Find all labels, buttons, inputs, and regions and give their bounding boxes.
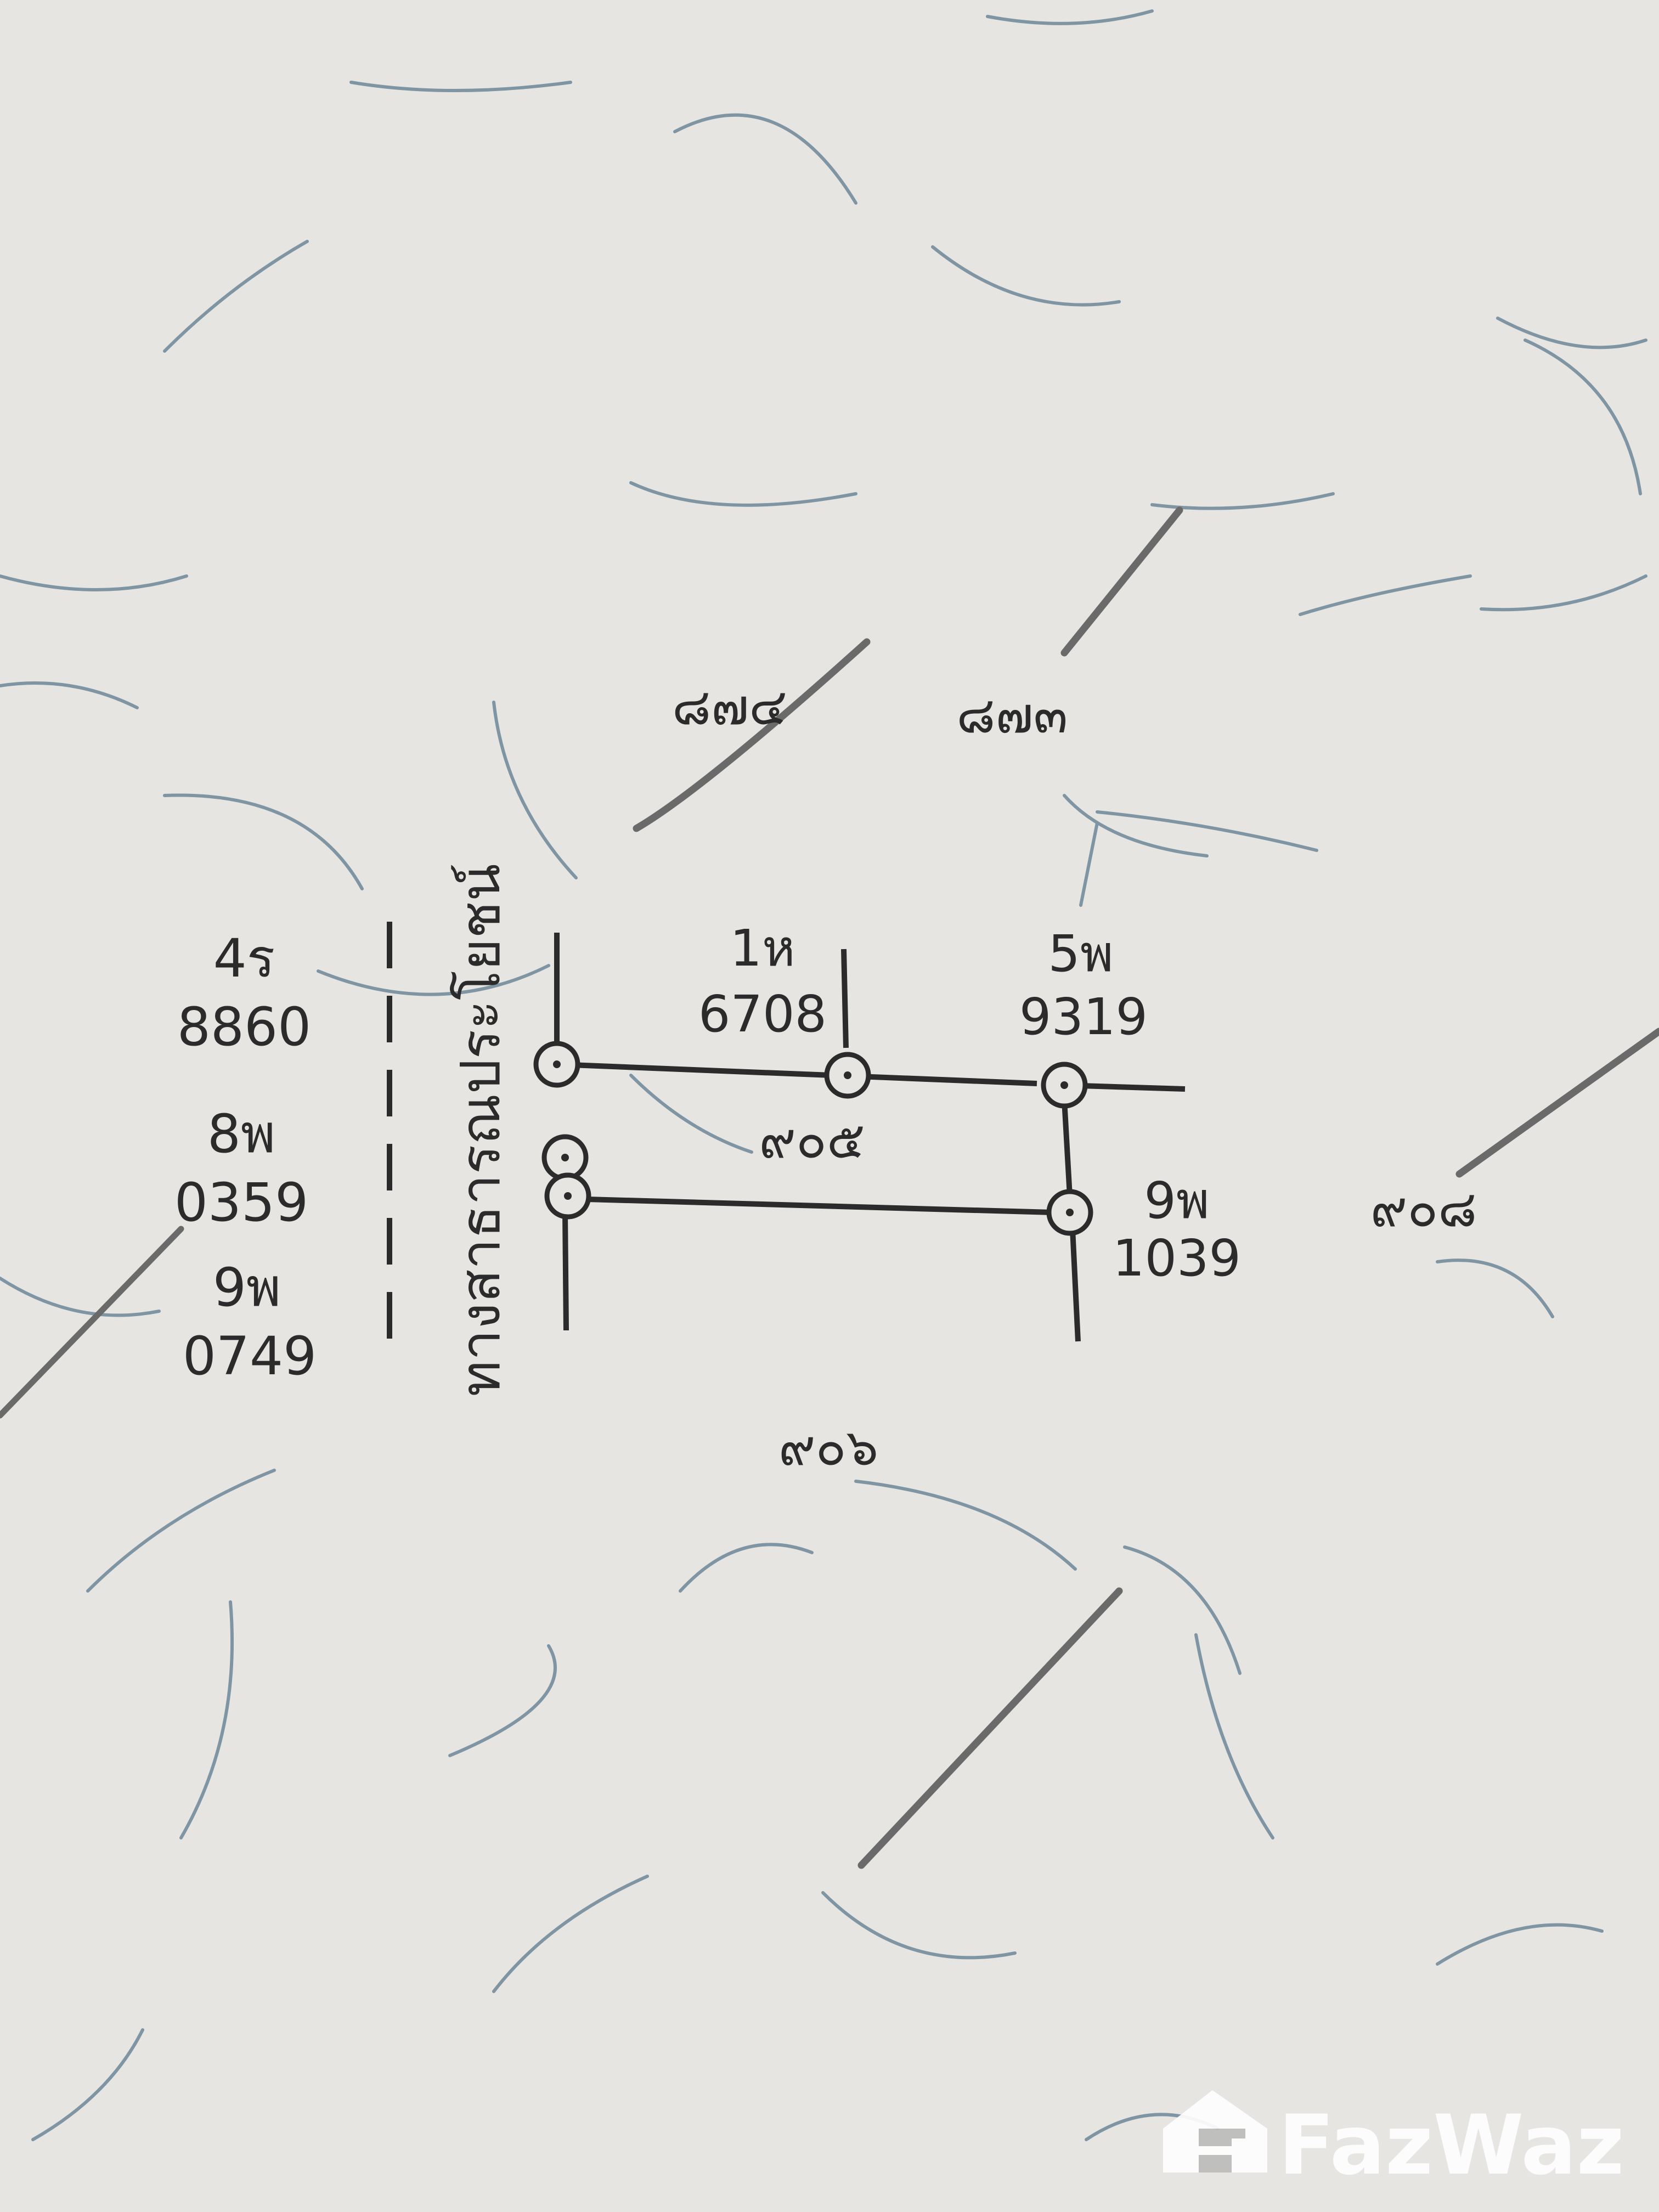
marker-number: 9319 (1019, 988, 1148, 1046)
paper-fibers (0, 9, 1659, 2141)
parcel-boundaries (554, 933, 1186, 1342)
parcel-number-subject: ๙๐๕ (759, 1111, 865, 1170)
parcel-number-south: ๙๐๖ (778, 1418, 878, 1477)
parcel-number-north-right: ๘๗๓ (956, 686, 1068, 744)
fiber (163, 793, 364, 890)
fiber (349, 81, 572, 92)
fiber (1096, 810, 1318, 852)
fiber (0, 1226, 184, 1419)
fiber (679, 1543, 814, 1593)
boundary-line (841, 949, 849, 1048)
fiber (1079, 821, 1099, 907)
fiber (1150, 492, 1335, 510)
marker-code: 9พ (1144, 1171, 1209, 1230)
boundary-line (1070, 1228, 1081, 1342)
marker-code: 4ร (213, 928, 275, 989)
boundary-marker (541, 1134, 589, 1181)
boundary-line (1062, 1099, 1073, 1197)
marker-code: 9พ (213, 1257, 281, 1318)
marker-labels-top: 1ห 6708 5พ 9319 (698, 919, 1148, 1046)
fiber (86, 1469, 276, 1593)
marker-code: 1ห (730, 919, 795, 978)
boundary-line (556, 1062, 1037, 1086)
marker-number: 6708 (698, 985, 827, 1043)
boundary-line (562, 1212, 569, 1331)
fiber (1496, 317, 1647, 349)
fiber (986, 9, 1154, 25)
fiber (1480, 574, 1647, 612)
fiber (1436, 1259, 1554, 1318)
fiber (1436, 1923, 1604, 1966)
fiber (629, 1074, 753, 1154)
boundary-marker (824, 1052, 871, 1099)
boundary-marker (1041, 1062, 1088, 1109)
fiber (317, 964, 550, 996)
fiber (821, 1891, 1017, 1960)
road-label: ทางสาธารณประโยชน์ (448, 864, 512, 1396)
fiber (629, 481, 857, 507)
fiber (0, 681, 139, 709)
fiber (633, 638, 871, 832)
fiber (854, 1480, 1077, 1571)
marker-number: 8860 (177, 996, 311, 1058)
fiber (1060, 506, 1183, 657)
fiber (1063, 794, 1209, 857)
fiber (1455, 1028, 1659, 1178)
fiber (1299, 574, 1472, 616)
marker-number: 0749 (183, 1325, 317, 1387)
marker-code: 5พ (1048, 924, 1113, 983)
watermark-brand: FazWaz (1278, 2098, 1624, 2193)
fiber (0, 1277, 161, 1317)
marker-labels-left: 4ร 8860 8พ 0359 9พ 0749 (174, 928, 317, 1387)
marker-number: 0359 (174, 1172, 308, 1233)
fiber (1523, 338, 1642, 495)
marker-number: 1039 (1113, 1229, 1241, 1288)
fiber (31, 2028, 144, 2141)
fiber (1194, 1633, 1274, 1839)
fiber (0, 574, 188, 591)
fiber (448, 1644, 557, 1757)
boundary-marker (533, 1041, 580, 1088)
fiber (492, 1875, 649, 1993)
fiber (931, 245, 1121, 307)
fiber (857, 1587, 1123, 1869)
fiber (492, 701, 578, 879)
boundary-line (567, 1196, 1053, 1215)
fiber (179, 1600, 234, 1839)
boundary-markers (533, 1041, 1093, 1236)
boundary-marker (544, 1172, 591, 1220)
fazwaz-logo-icon (1163, 2090, 1267, 2172)
fiber (1123, 1545, 1242, 1675)
fiber (163, 240, 309, 353)
boundary-marker (1046, 1189, 1093, 1236)
parcel-number-north-left: ๘๗๔ (672, 678, 787, 736)
fiber (673, 113, 857, 205)
marker-code: 8พ (207, 1103, 275, 1165)
parcel-number-east: ๙๐๘ (1370, 1180, 1477, 1238)
marker-labels-bottom-right: 9พ 1039 (1113, 1171, 1241, 1288)
fazwaz-watermark: FazWaz (1163, 2090, 1624, 2193)
